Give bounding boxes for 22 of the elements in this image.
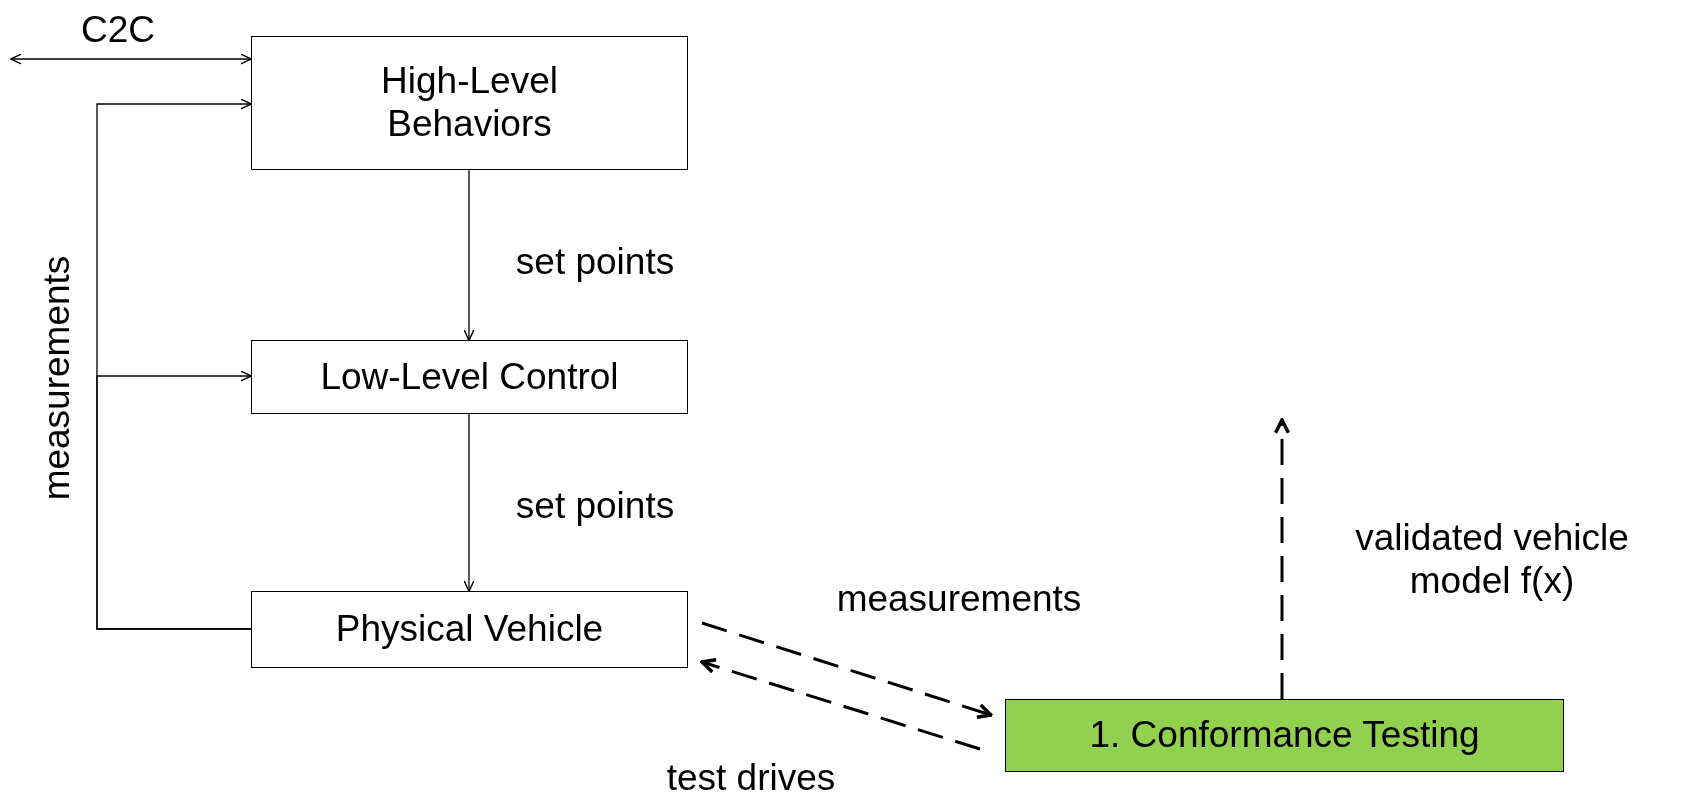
- process-box: [251, 340, 688, 414]
- box-label: Low-Level Control: [320, 355, 619, 399]
- edge-label: validated vehicle model f(x): [1354, 517, 1630, 603]
- edge-label: C2C: [81, 8, 155, 52]
- edge-label: test drives: [666, 756, 836, 798]
- arrow: [1273, 418, 1291, 699]
- box-label: 1. Conformance Testing: [1089, 714, 1480, 757]
- edge-label: set points: [515, 484, 675, 528]
- arrow: [463, 413, 475, 593]
- process-box: [251, 591, 688, 668]
- edge-label: set points: [515, 240, 675, 284]
- edge-label: measurements: [35, 255, 78, 501]
- edge-label: measurements: [836, 577, 1082, 621]
- arrow: [9, 53, 253, 65]
- box-label: Physical Vehicle: [335, 608, 604, 651]
- arrow: [701, 621, 993, 719]
- box-label: High-Level Behaviors: [380, 60, 559, 146]
- arrow: [700, 657, 981, 751]
- arrow: [463, 169, 475, 342]
- arrow: [96, 370, 253, 630]
- process-box: [251, 36, 688, 170]
- process-box: [1005, 699, 1564, 772]
